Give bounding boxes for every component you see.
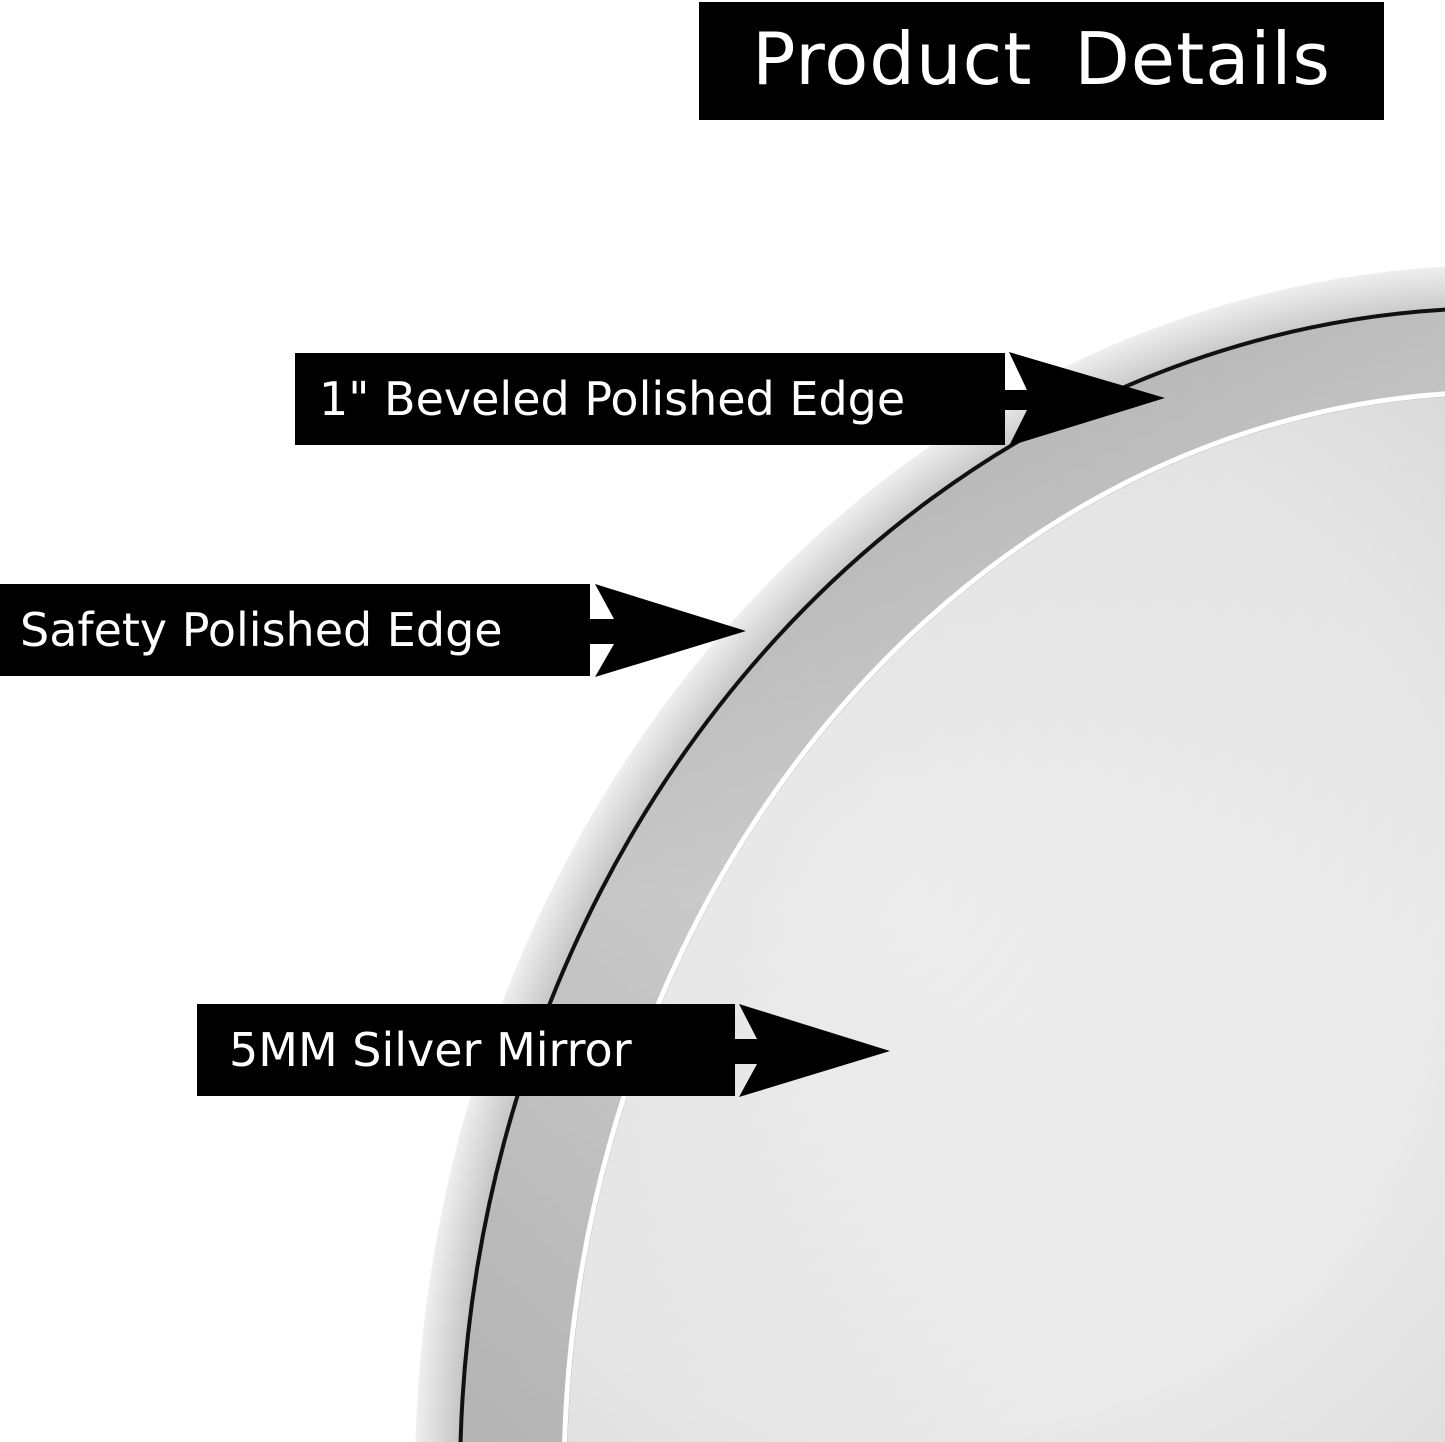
page-title: Product Details	[699, 2, 1384, 120]
callout-label-beveled-edge: 1" Beveled Polished Edge	[295, 353, 1005, 445]
callout-text: 5MM Silver Mirror	[229, 1023, 632, 1077]
callout-text: Safety Polished Edge	[20, 603, 503, 657]
callout-label-safety-edge: Safety Polished Edge	[0, 584, 590, 676]
callout-label-silver-mirror: 5MM Silver Mirror	[197, 1004, 735, 1096]
arrow-right-icon	[735, 1004, 890, 1097]
arrow-right-icon	[590, 584, 746, 677]
callout-text: 1" Beveled Polished Edge	[319, 372, 906, 426]
arrow-right-icon	[1005, 352, 1165, 446]
